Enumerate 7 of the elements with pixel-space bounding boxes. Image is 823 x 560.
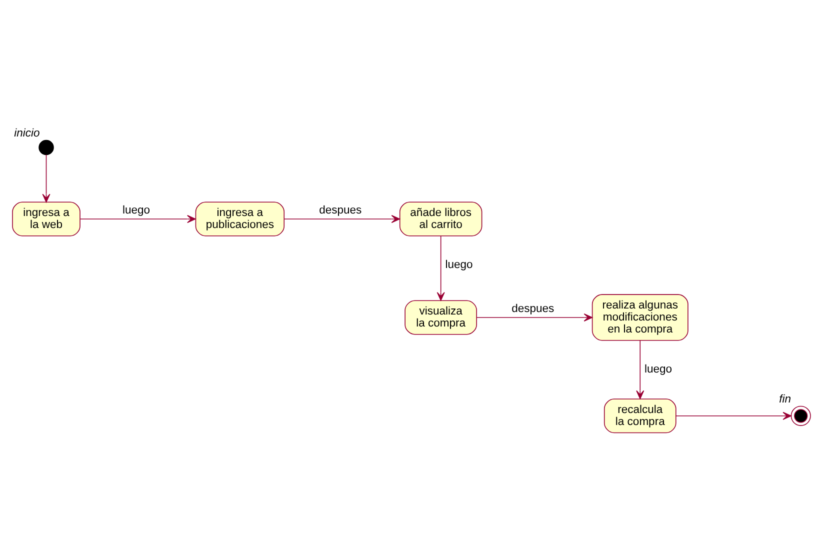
node-label: inicio xyxy=(14,126,40,139)
edge-label: luego xyxy=(445,258,473,271)
edge-label: luego xyxy=(122,204,150,216)
edge-label: luego xyxy=(644,363,672,376)
node-label: fin xyxy=(779,392,792,405)
edge-label: despues xyxy=(319,204,362,216)
edge-label: despues xyxy=(512,302,554,314)
